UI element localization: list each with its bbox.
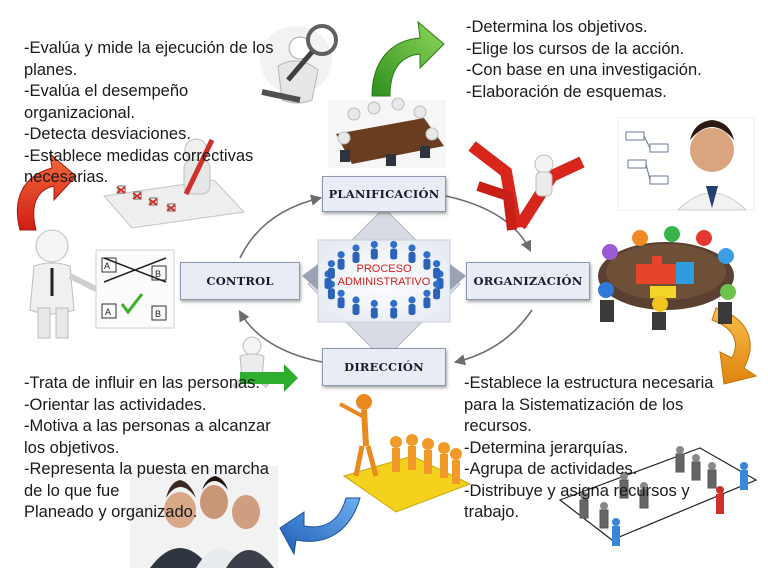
organizacion-line: -Determina jerarquías. (464, 438, 629, 457)
direccion-line: -Motiva a las personas a alcanzar (24, 417, 271, 435)
org-chart-icon (558, 446, 758, 546)
direccion-line: Planeado y organizado. (24, 503, 198, 521)
stage-direccion: DIRECCIÓN (322, 348, 446, 386)
board-letter-a1: A (104, 261, 110, 271)
person-head (370, 299, 378, 308)
organizacion-description: -Establece la estructura necesaria para … (464, 373, 762, 524)
organizacion-line: -Distribuye y asigna recursos y (464, 481, 690, 500)
cycle-arrow-plan-to-org (445, 195, 532, 253)
person-body (352, 304, 360, 315)
leader-followers-icon (339, 394, 472, 513)
planificacion-description: -Determina los objetivos. -Elige los cur… (466, 17, 756, 103)
green-arrow-icon (371, 20, 445, 97)
person-head (408, 296, 416, 304)
control-line: organizacional. (24, 103, 135, 122)
control-line: planes. (24, 60, 78, 79)
people-circle-icon (324, 240, 444, 319)
cycle-arrow-org-to-dir (453, 309, 533, 366)
person-body (433, 288, 441, 300)
planificacion-line: -Con base en una investigación. (466, 61, 702, 79)
person-head (337, 251, 345, 259)
cycle-arrows (238, 194, 533, 366)
stage-planificacion: PLANIFICACIÓN (322, 176, 446, 212)
organizacion-line: -Agrupa de actividades. (464, 460, 638, 478)
person-body (433, 267, 441, 279)
runner-green-arrow-icon (231, 336, 298, 392)
person-body (327, 288, 335, 300)
person-body (337, 258, 345, 270)
direccion-line: -Orientar las actividades. (24, 395, 207, 414)
person-body (408, 304, 416, 315)
control-line: -Evalúa y mide la ejecución de los (24, 39, 274, 57)
board-letter-b1: B (155, 269, 161, 279)
board-letter-a2: A (105, 307, 111, 317)
person-body (423, 297, 431, 309)
person-head (433, 280, 441, 288)
direccion-description: -Trata de influir en las personas. -Orie… (24, 373, 316, 524)
person-head (423, 289, 431, 297)
person-head (352, 244, 360, 252)
stage-organizacion: ORGANIZACIÓN (466, 262, 590, 300)
meeting-table-icon (328, 97, 446, 168)
person-head (408, 244, 416, 252)
person-head (327, 260, 335, 268)
direccion-line: los objetivos. (24, 438, 120, 457)
direccion-line: -Representa la puesta en marcha (24, 460, 269, 478)
person-body (370, 307, 378, 319)
person-head (337, 289, 345, 297)
center-label-line-1: PROCESO (356, 263, 412, 275)
business-people-photo (130, 466, 278, 568)
blue-arrow-icon (279, 497, 361, 556)
planificacion-line: -Determina los objetivos. (466, 18, 648, 36)
person-body (352, 252, 360, 263)
center-label: PROCESO ADMINISTRATIVO (326, 263, 442, 289)
person-head (352, 296, 360, 304)
person-body (408, 252, 416, 263)
planificacion-line: -Elaboración de esquemas. (466, 82, 667, 101)
planificacion-line: -Elige los cursos de la acción. (466, 39, 685, 58)
person-body (327, 267, 335, 279)
orange-arrow-icon (711, 307, 758, 385)
control-description: -Evalúa y mide la ejecución de los plane… (24, 38, 284, 189)
person-body (324, 278, 332, 289)
direccion-line: -Trata de influir en las personas. (24, 374, 261, 392)
person-head (390, 240, 398, 249)
red-arrow-icon (16, 152, 77, 231)
control-line: necesarias. (24, 168, 109, 186)
person-body (370, 248, 378, 260)
cycle-arrow-ctrl-to-plan (239, 194, 323, 259)
businessman-diagram-icon (617, 117, 755, 211)
checklist-pencil-icon (103, 138, 246, 229)
organizacion-line: trabajo. (464, 503, 520, 521)
center-label-line-2: ADMINISTRATIVO (337, 276, 431, 288)
presenter-figure-icon (29, 229, 175, 339)
control-line: -Detecta desviaciones. (24, 125, 191, 143)
person-head (390, 299, 398, 308)
puzzle-team-icon (598, 226, 736, 330)
stage-control: CONTROL (180, 262, 300, 300)
person-head (423, 251, 431, 259)
person-body (423, 258, 431, 270)
control-line: -Establece medidas correctivas (24, 146, 254, 165)
control-line: -Evalúa el desempeño (24, 82, 189, 100)
crossroads-figure-icon (468, 141, 585, 231)
organizacion-line: para la Sistematización de los (464, 395, 684, 414)
person-body (337, 297, 345, 309)
cycle-arrow-dir-to-ctrl (238, 310, 323, 363)
person-body (390, 307, 398, 319)
magnifier-figure-icon (260, 24, 338, 104)
person-head (433, 260, 441, 268)
person-body (390, 248, 398, 260)
board-letter-b2: B (155, 309, 161, 319)
organizacion-line: recursos. (464, 417, 532, 435)
person-head (370, 240, 378, 249)
direccion-line: de lo que fue (24, 481, 120, 500)
organizacion-line: -Establece la estructura necesaria (464, 374, 714, 392)
